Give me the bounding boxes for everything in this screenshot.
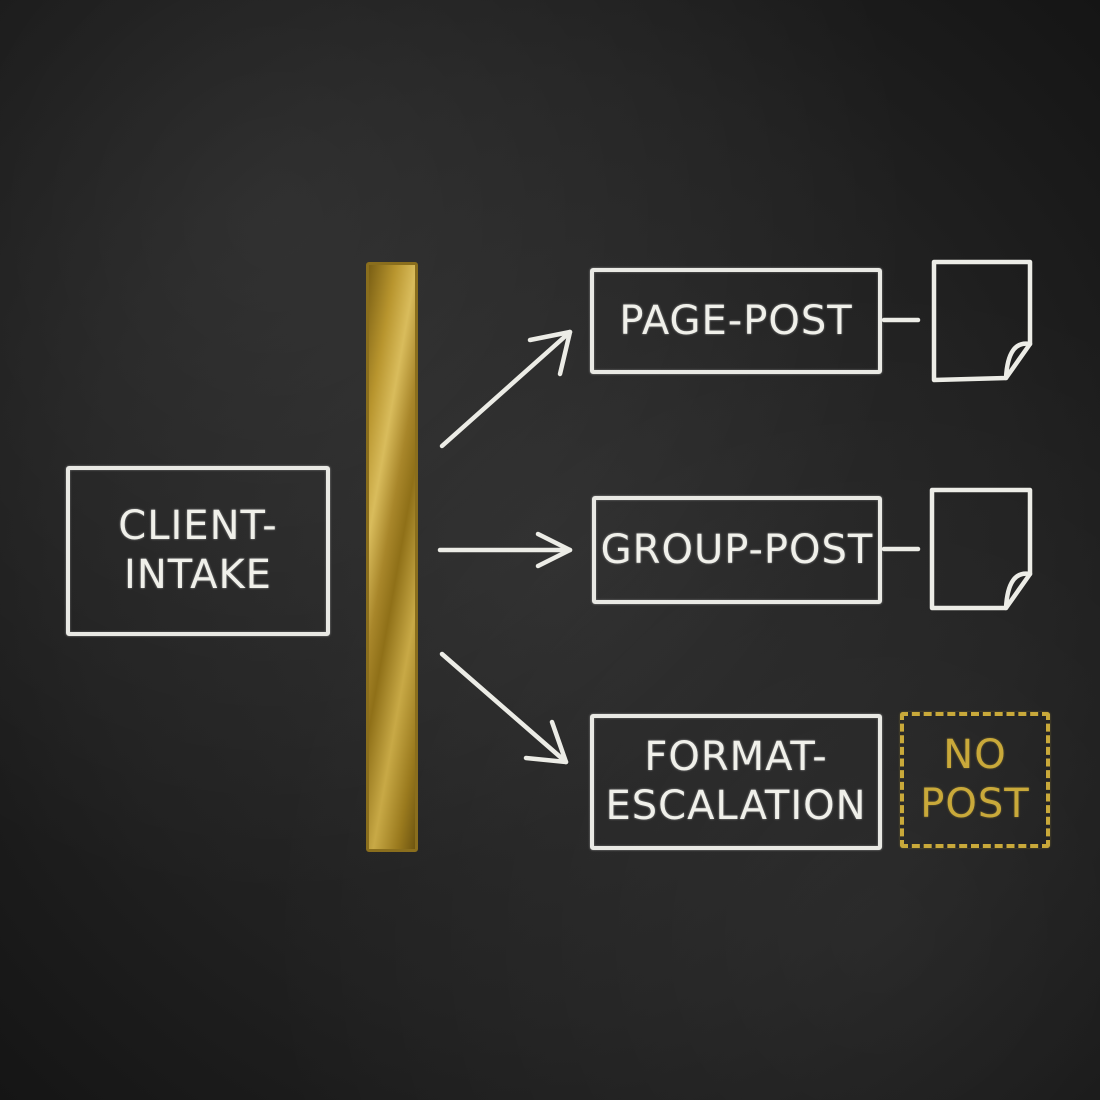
format-escalation-label-line-1: FORMAT- — [644, 734, 828, 781]
page-post-label: PAGE-POST — [619, 297, 853, 344]
client-intake-label-line-1: CLIENT- — [118, 503, 278, 550]
gold-divider-bar — [366, 262, 418, 852]
arrow-to-page-post — [439, 329, 573, 449]
arrow-to-format-escalation — [439, 651, 569, 765]
format-escalation-label-line-2: ESCALATION — [605, 783, 867, 829]
format-escalation-node: FORMAT- ESCALATION — [590, 714, 882, 850]
document-icon — [931, 259, 1033, 383]
client-intake-node: CLIENT- INTAKE — [66, 466, 330, 636]
no-post-label-line-1: NO — [943, 732, 1007, 779]
arrow-to-group-post — [437, 531, 573, 569]
no-post-node: NO POST — [900, 712, 1050, 848]
group-post-node: GROUP-POST — [592, 496, 882, 604]
group-post-label: GROUP-POST — [600, 526, 874, 573]
page-post-node: PAGE-POST — [590, 268, 882, 374]
no-post-label-line-2: POST — [920, 781, 1030, 827]
document-icon — [929, 487, 1033, 611]
client-intake-label-line-2: INTAKE — [124, 552, 272, 598]
